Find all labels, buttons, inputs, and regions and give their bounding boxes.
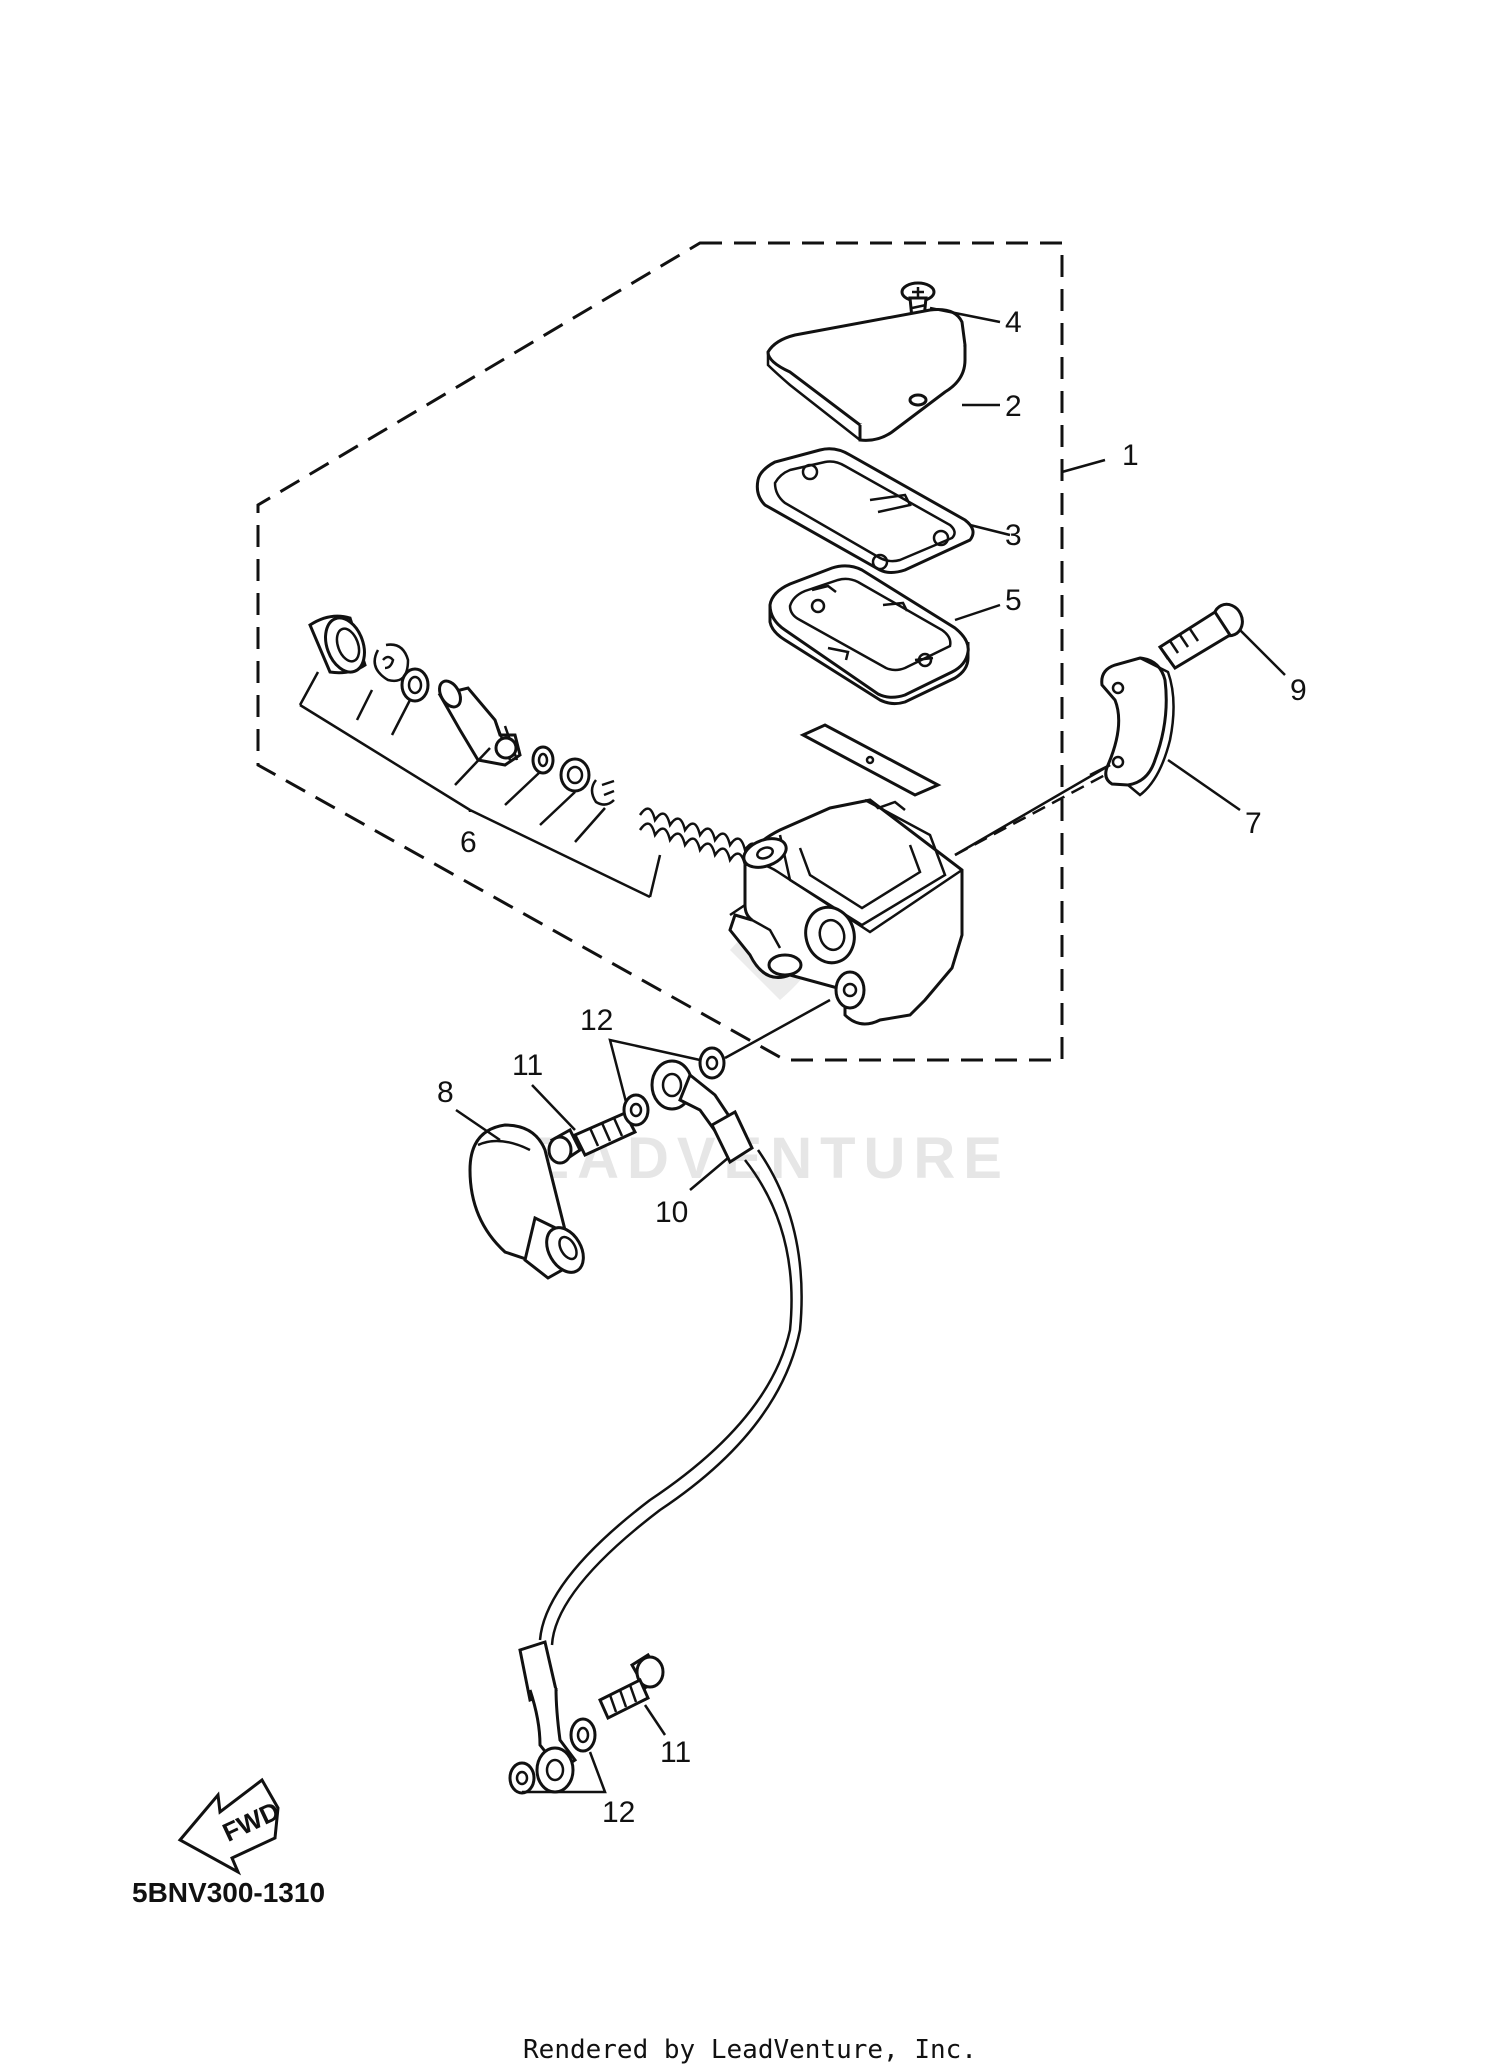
callout-12-lower: 12 [602, 1796, 635, 1829]
part-7-clamp [1100, 656, 1175, 797]
assembly-boundary [256, 241, 1064, 1062]
callout-10: 10 [655, 1196, 688, 1229]
callout-6: 6 [460, 826, 477, 859]
part-2-reservoir-cap [766, 308, 967, 442]
part-9-bolt [1157, 602, 1244, 670]
part-guide-plate [799, 723, 942, 797]
callout-8: 8 [437, 1076, 454, 1109]
callouts: 1 2 3 4 5 6 7 8 9 10 11 11 12 12 [437, 306, 1307, 1829]
part-3-diaphragm-plate [755, 447, 975, 574]
callout-4: 4 [1005, 306, 1022, 339]
callout-3: 3 [1005, 519, 1022, 552]
callout-2: 2 [1005, 390, 1022, 423]
part-6-piston-kit [308, 614, 762, 871]
footer-credit: Rendered by LeadVenture, Inc. [523, 2035, 977, 2065]
part-6-leaders [298, 671, 662, 899]
part-8-cover [468, 1123, 585, 1280]
part-5-diaphragm [768, 564, 970, 706]
part-11-banjo-bolt-upper [547, 1111, 638, 1165]
callout-11-upper: 11 [512, 1049, 543, 1082]
part-12-washers-upper [622, 1046, 726, 1127]
callout-1: 1 [1122, 439, 1139, 472]
master-cylinder-body [728, 798, 964, 1026]
callout-11-lower: 11 [660, 1736, 691, 1769]
callout-5: 5 [1005, 584, 1022, 617]
leader-lines [455, 306, 1286, 1794]
callout-9: 9 [1290, 674, 1307, 707]
fwd-arrow-icon: FWD [177, 1777, 284, 1876]
part-11-banjo-bolt-lower [598, 1652, 665, 1721]
callout-7: 7 [1245, 807, 1262, 840]
part-10-brake-hose [518, 1059, 803, 1794]
diagram-code: 5BNV300-1310 [132, 1877, 325, 1908]
part-12-washers-lower [508, 1717, 597, 1795]
callout-12-upper: 12 [580, 1004, 613, 1037]
